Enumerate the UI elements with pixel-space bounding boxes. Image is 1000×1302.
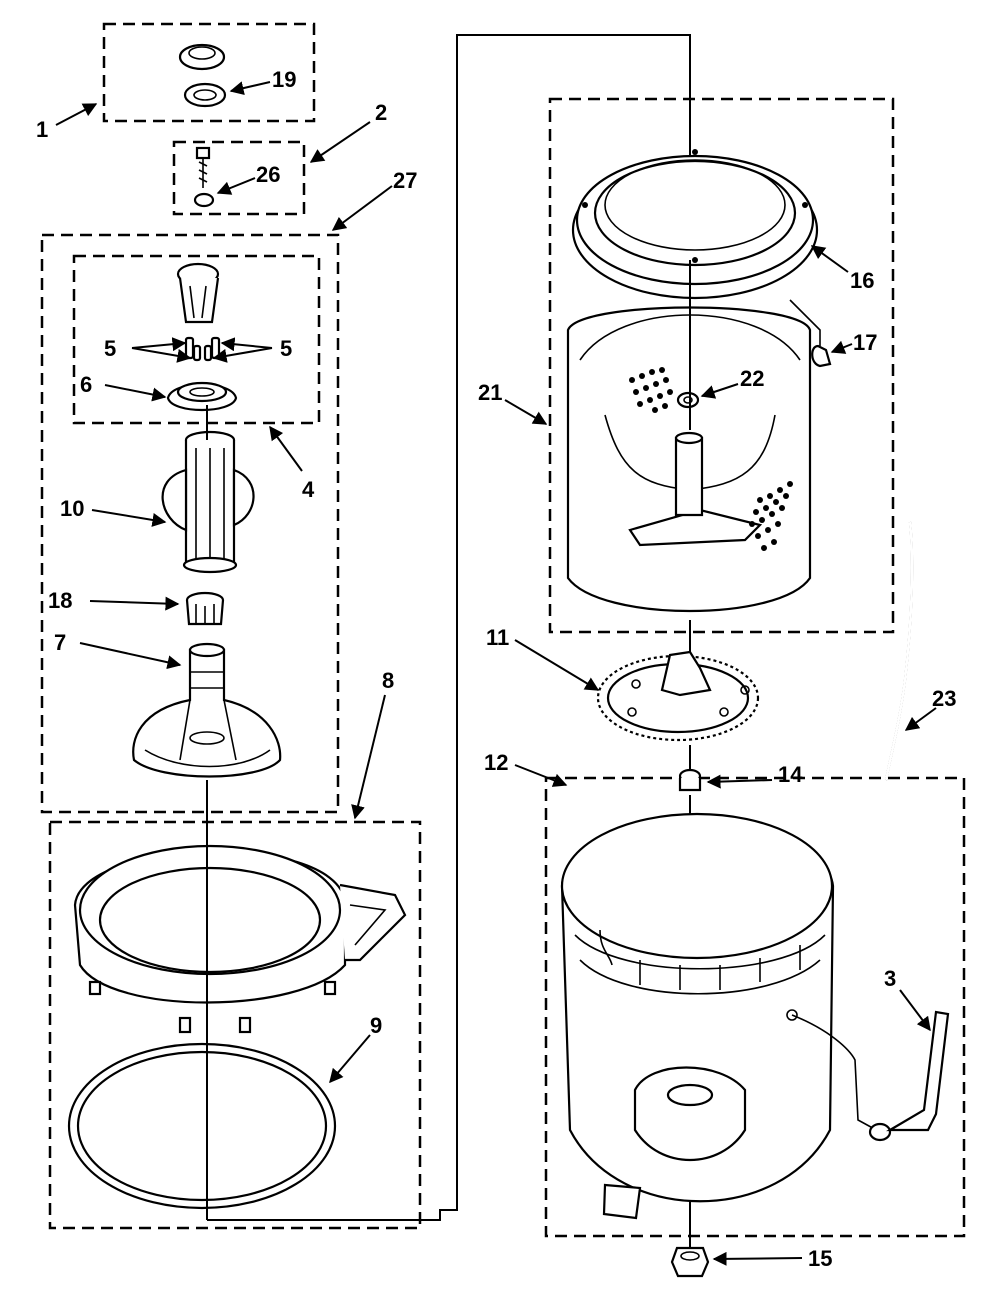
callout-9: 9 — [370, 1013, 382, 1038]
part-3-drain-hose — [791, 1010, 950, 1142]
callout-14: 14 — [778, 762, 803, 787]
leader-1 — [55, 103, 98, 126]
part-16-balance-ring — [571, 149, 819, 300]
callout-8: 8 — [382, 668, 394, 693]
part-8-tub-ring — [73, 844, 407, 1034]
part-14-nut — [678, 768, 702, 792]
callout-19: 19 — [272, 67, 296, 92]
leader-27 — [331, 185, 393, 231]
leader-23 — [904, 707, 937, 731]
callout-26: 26 — [256, 162, 280, 187]
leader-26 — [216, 177, 256, 195]
callout-11: 11 — [486, 625, 509, 650]
part-9-gasket — [67, 1042, 337, 1210]
leader-6 — [104, 384, 167, 402]
part-23-hose — [884, 521, 914, 781]
leader-2 — [309, 121, 371, 163]
leader-17 — [830, 340, 853, 354]
assembly-box-8 — [48, 820, 422, 1230]
callout-4: 4 — [302, 477, 315, 502]
leader-4 — [269, 425, 303, 472]
callout-12: 12 — [484, 750, 508, 775]
leader-7 — [79, 642, 182, 670]
leader-15 — [712, 1251, 803, 1266]
callout-1: 1 — [36, 117, 48, 142]
callout-5-left: 5 — [104, 336, 116, 361]
leader-5-left-a — [131, 337, 187, 352]
leader-16 — [810, 245, 849, 273]
part-10-auger — [161, 430, 255, 574]
leader-14 — [706, 774, 773, 789]
part-17-clip — [811, 344, 832, 368]
leader-21 — [504, 399, 548, 425]
part-7-agitator-base — [132, 642, 282, 778]
clip-guide-line — [789, 299, 821, 346]
assembly-connector-line — [207, 34, 691, 1221]
leader-12 — [514, 764, 568, 787]
callout-21: 21 — [478, 380, 502, 405]
callout-18: 18 — [48, 588, 72, 613]
assembly-box-2 — [172, 140, 306, 216]
callout-7: 7 — [54, 630, 66, 655]
callout-5-right: 5 — [280, 336, 292, 361]
leader-8 — [351, 694, 386, 820]
callout-17: 17 — [853, 330, 877, 355]
part-5-dogs — [184, 336, 221, 362]
part-18-coupling — [185, 591, 225, 626]
part-6-ratchet — [166, 381, 238, 412]
leader-3 — [899, 989, 931, 1032]
part-26-bolt-and-washer — [193, 146, 215, 208]
leader-5-left-b — [131, 347, 192, 363]
callout-16: 16 — [850, 268, 874, 293]
leader-18 — [89, 596, 180, 611]
callout-27: 27 — [393, 168, 417, 193]
callout-6: 6 — [80, 372, 92, 397]
leader-11 — [514, 639, 600, 691]
assembly-box-1 — [102, 22, 316, 123]
leader-9 — [329, 1034, 371, 1084]
callout-3: 3 — [884, 966, 896, 991]
part-22-nut — [676, 391, 700, 409]
part-11-drive-gear — [596, 650, 760, 742]
assembly-box-4 — [72, 254, 321, 425]
callout-2: 2 — [375, 100, 387, 125]
part-19-cap-and-ring — [178, 43, 227, 108]
callout-10: 10 — [60, 496, 84, 521]
assembly-box-21 — [548, 97, 895, 634]
leader-19 — [229, 81, 271, 95]
assembly-box-12 — [544, 776, 966, 1238]
part-21-spin-basket — [566, 306, 812, 612]
callout-15: 15 — [808, 1246, 832, 1271]
part-cam-top — [176, 262, 220, 324]
callout-22: 22 — [740, 366, 764, 391]
leader-5-right-b — [212, 347, 273, 363]
part-12-outer-tub — [560, 812, 835, 1220]
leader-5-right-a — [220, 337, 273, 352]
callout-23: 23 — [932, 686, 956, 711]
leader-22 — [700, 383, 739, 399]
part-15-nut — [670, 1246, 710, 1278]
leader-10 — [91, 509, 167, 527]
